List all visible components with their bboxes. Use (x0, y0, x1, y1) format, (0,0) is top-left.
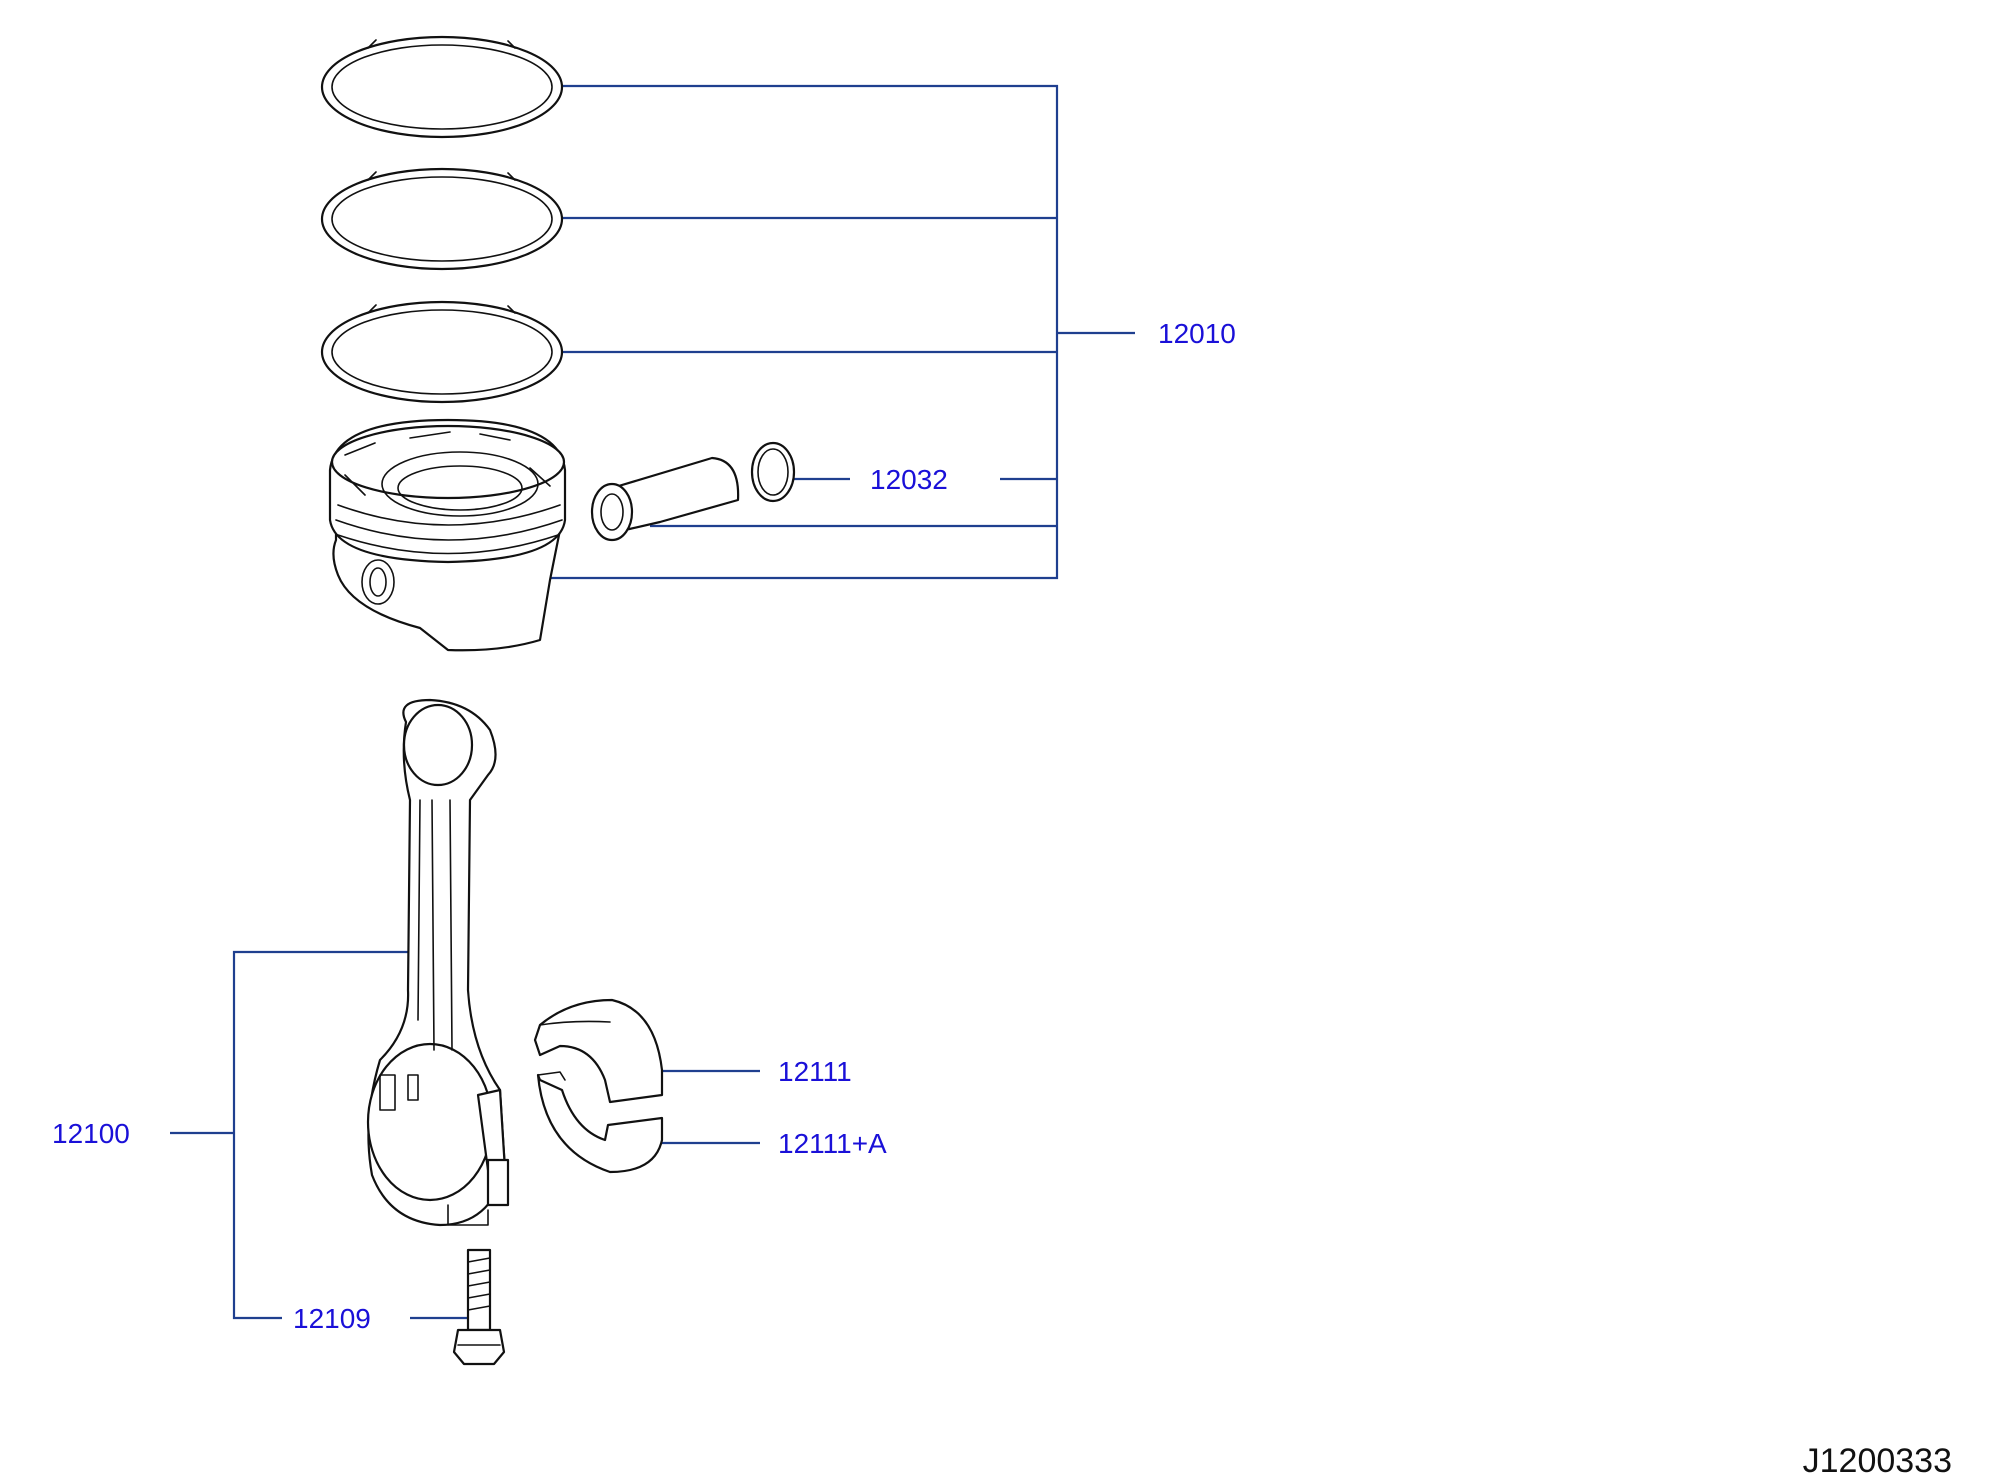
piston-pin (590, 456, 740, 542)
label-12010[interactable]: 12010 (1158, 318, 1236, 349)
diagram-reference-code: J1200333 (1803, 1442, 1952, 1480)
leader-lines (170, 84, 1135, 1320)
label-12111[interactable]: 12111 (778, 1056, 852, 1087)
bearing-shell-upper (533, 998, 664, 1104)
label-12032[interactable]: 12032 (870, 464, 948, 495)
bearing-shell-lower (536, 1071, 664, 1174)
connecting-rod (366, 698, 510, 1227)
piston (328, 418, 567, 652)
label-12111-a[interactable]: 12111+A (778, 1128, 887, 1159)
label-12100[interactable]: 12100 (52, 1118, 130, 1149)
piston-ring-second (320, 167, 564, 271)
piston-pin-clip (750, 441, 796, 503)
rod-bolt (452, 1248, 506, 1366)
piston-ring-top (320, 35, 564, 139)
piston-ring-oil (320, 300, 564, 404)
label-12109[interactable]: 12109 (293, 1303, 371, 1334)
